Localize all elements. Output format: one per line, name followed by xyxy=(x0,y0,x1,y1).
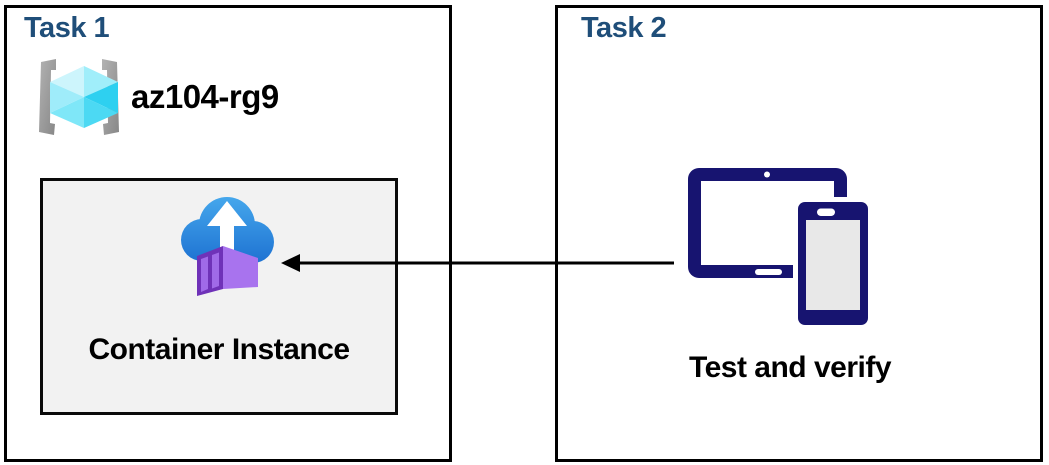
task1-title: Task 1 xyxy=(24,12,110,44)
resource-group-icon xyxy=(39,59,119,135)
resource-group-name: az104-rg9 xyxy=(131,78,279,115)
container-instance-label: Container Instance xyxy=(88,333,350,366)
arrow-connector xyxy=(281,254,674,272)
test-and-verify-label: Test and verify xyxy=(688,351,892,384)
devices-icon xyxy=(688,168,873,329)
resource-group-cube xyxy=(50,66,118,128)
container-instance-icon xyxy=(181,197,274,296)
task2-title: Task 2 xyxy=(581,12,667,44)
cloud-shape xyxy=(181,197,274,263)
phone-icon xyxy=(793,197,873,329)
container-box xyxy=(197,246,258,296)
